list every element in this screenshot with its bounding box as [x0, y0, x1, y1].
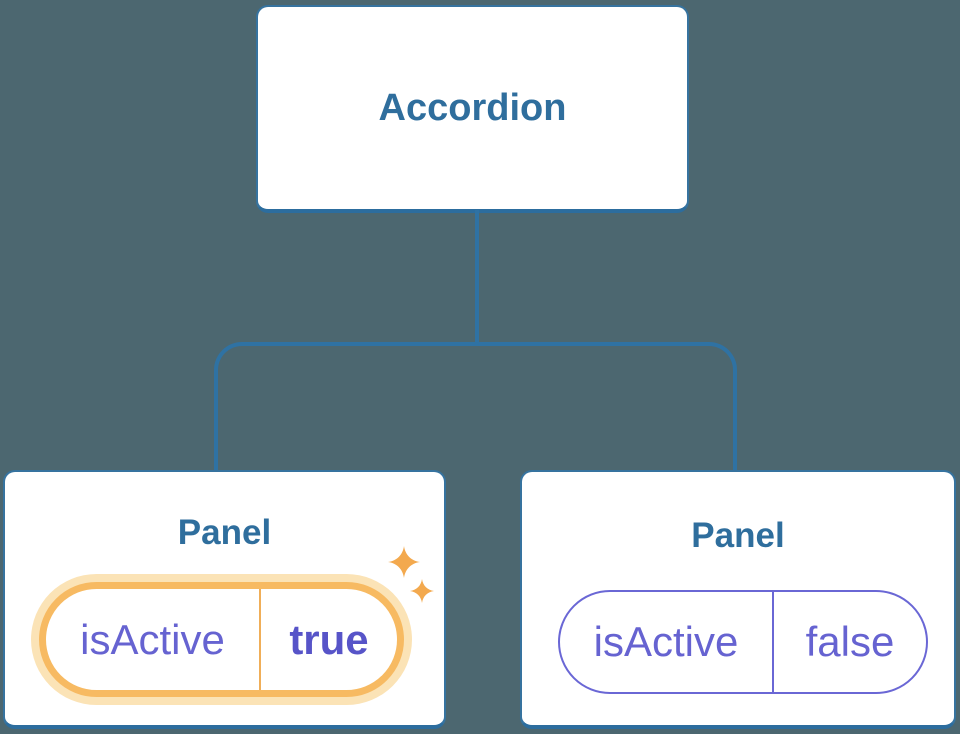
accordion-label: Accordion: [378, 87, 567, 129]
tree-connector-stem: [475, 210, 479, 346]
prop-value: true: [259, 589, 397, 690]
prop-name: isActive: [593, 618, 739, 665]
panel-label: Panel: [691, 516, 785, 555]
accordion-node: Accordion: [256, 5, 689, 213]
tree-connector-branch: [214, 342, 737, 470]
panel-node-inactive: Panel isActive false: [520, 470, 956, 729]
prop-pill-inactive: isActive false: [558, 590, 928, 694]
prop-name: isActive: [80, 615, 225, 663]
prop-pill-active: isActive true: [39, 582, 404, 697]
panel-node-active: Panel isActive true: [3, 470, 446, 729]
panel-label: Panel: [177, 513, 272, 552]
prop-value: false: [772, 592, 926, 692]
sparkle-large-icon: [388, 546, 420, 578]
sparkle-small-icon: [410, 579, 434, 603]
